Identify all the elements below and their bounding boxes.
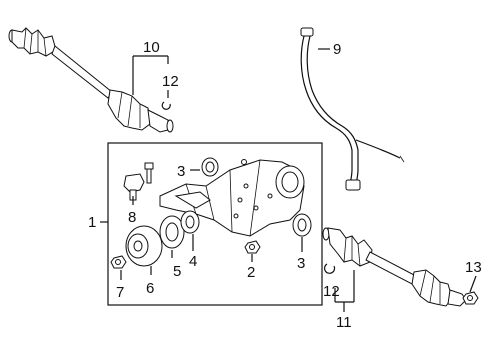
callout-5: 5 <box>173 263 181 280</box>
callout-13: 13 <box>465 259 482 276</box>
vent-hose <box>300 27 405 191</box>
callout-7: 7 <box>116 284 124 301</box>
callout-1: 1 <box>88 214 96 231</box>
cover-plate-part-5 <box>159 215 185 249</box>
callout-3-upper: 3 <box>177 163 185 180</box>
differential-housing <box>159 159 305 237</box>
callout-12-upper: 12 <box>162 73 179 90</box>
callout-4: 4 <box>189 253 197 270</box>
callout-11: 11 <box>336 314 352 331</box>
seal-part-3-lower <box>292 213 312 237</box>
nut-part-2 <box>244 240 261 254</box>
seal-part-3-upper <box>201 157 219 177</box>
seal-part-4 <box>180 210 200 234</box>
flange-part-6 <box>125 225 163 267</box>
callout-8: 8 <box>128 209 136 226</box>
sensor-part-8 <box>123 173 145 201</box>
clip-part-12-lower <box>323 263 336 274</box>
callout-10: 10 <box>143 39 160 56</box>
leader-lines <box>100 48 477 312</box>
callout-labels: 10 12 9 1 3 8 5 4 6 7 2 3 12 11 13 <box>88 39 482 331</box>
sensor-bolt <box>144 162 154 184</box>
callout-2: 2 <box>247 264 255 281</box>
left-axle-shaft <box>8 27 174 133</box>
callout-9: 9 <box>333 41 341 58</box>
nut-part-13 <box>462 291 479 305</box>
nut-part-7 <box>110 255 127 269</box>
callout-6: 6 <box>146 280 154 297</box>
right-axle-shaft <box>322 227 467 307</box>
parts-group-box <box>107 142 323 306</box>
clip-part-12-upper <box>161 101 171 110</box>
callout-12-lower: 12 <box>323 283 340 300</box>
callout-3-lower: 3 <box>297 255 305 272</box>
